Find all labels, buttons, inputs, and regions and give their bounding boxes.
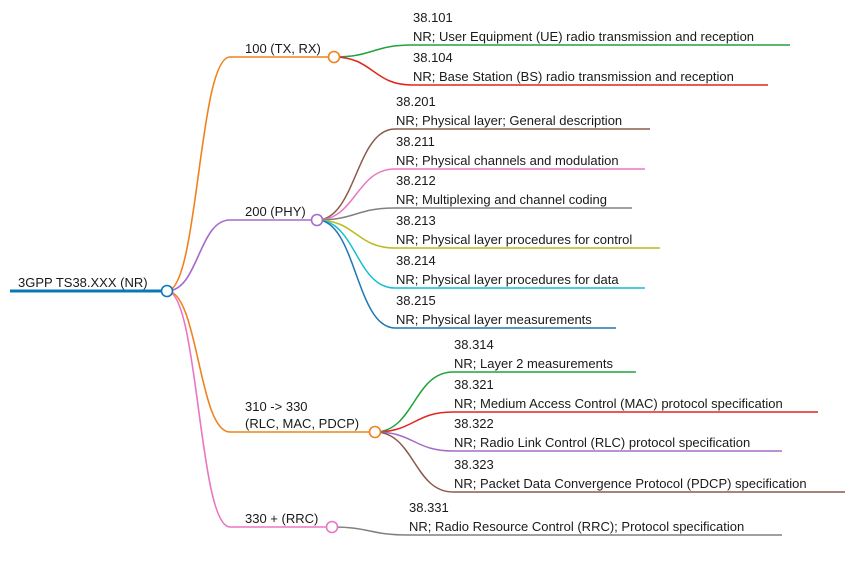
spec-title: NR; Physical layer measurements — [396, 312, 592, 327]
spec-number: 38.314 — [454, 337, 494, 352]
branch-node[interactable] — [368, 425, 382, 439]
leaf-connector — [333, 44, 413, 58]
spec-title: NR; User Equipment (UE) radio transmissi… — [413, 29, 754, 44]
spec-number: 38.322 — [454, 416, 494, 431]
root-node[interactable] — [160, 284, 174, 298]
branch-node[interactable] — [310, 213, 324, 227]
root-label: 3GPP TS38.XXX (NR) — [18, 275, 148, 290]
leaf-connector — [316, 219, 396, 289]
spec-number: 38.214 — [396, 253, 436, 268]
spec-title: NR; Physical layer procedures for contro… — [396, 232, 632, 247]
spec-title: NR; Multiplexing and channel coding — [396, 192, 607, 207]
branch-label: 200 (PHY) — [245, 204, 306, 219]
leaf-connector — [333, 56, 413, 86]
spec-number: 38.104 — [413, 50, 453, 65]
spec-number: 38.101 — [413, 10, 453, 25]
branch-label: 100 (TX, RX) — [245, 41, 321, 56]
leaf-connector — [316, 219, 396, 329]
connector-layer — [166, 44, 454, 536]
spec-title: NR; Physical layer procedures for data — [396, 272, 619, 287]
spec-number: 38.212 — [396, 173, 436, 188]
spec-number: 38.321 — [454, 377, 494, 392]
underline-layer — [10, 44, 845, 536]
leaf-connector — [316, 219, 396, 249]
spec-title: NR; Physical layer; General description — [396, 113, 622, 128]
spec-title: NR; Packet Data Convergence Protocol (PD… — [454, 476, 807, 491]
spec-number: 38.215 — [396, 293, 436, 308]
leaf-connector — [316, 207, 396, 221]
label-layer: 3GPP TS38.XXX (NR) 100 (TX, RX) 38.101NR; … — [18, 10, 807, 534]
spec-title: NR; Layer 2 measurements — [454, 356, 613, 371]
node-layer — [160, 50, 382, 534]
spec-number: 38.323 — [454, 457, 494, 472]
leaf-connector — [374, 431, 454, 493]
branch-node[interactable] — [327, 50, 341, 64]
leaf-connector — [316, 168, 396, 221]
leaf-connector — [374, 371, 454, 433]
branch-label: (RLC, MAC, PDCP) — [245, 416, 359, 431]
spec-title: NR; Physical channels and modulation — [396, 153, 619, 168]
branch-node[interactable] — [325, 520, 339, 534]
branch-connector — [166, 56, 231, 292]
spec-title: NR; Base Station (BS) radio transmission… — [413, 69, 734, 84]
spec-title: NR; Radio Resource Control (RRC); Protoc… — [409, 519, 744, 534]
branch-label: 310 -> 330 — [245, 399, 308, 414]
branch-label: 330 + (RRC) — [245, 511, 318, 526]
branch-connector — [166, 290, 231, 433]
leaf-connector — [374, 411, 454, 433]
spec-title: NR; Radio Link Control (RLC) protocol sp… — [454, 435, 750, 450]
spec-number: 38.331 — [409, 500, 449, 515]
spec-number: 38.213 — [396, 213, 436, 228]
spec-title: NR; Medium Access Control (MAC) protocol… — [454, 396, 783, 411]
branch-connector — [166, 290, 231, 528]
leaf-connector — [316, 128, 396, 221]
leaf-connector — [331, 526, 409, 536]
spec-number: 38.211 — [396, 134, 435, 149]
branch-connector — [166, 219, 231, 292]
spec-number: 38.201 — [396, 94, 436, 109]
leaf-connector — [374, 431, 454, 452]
